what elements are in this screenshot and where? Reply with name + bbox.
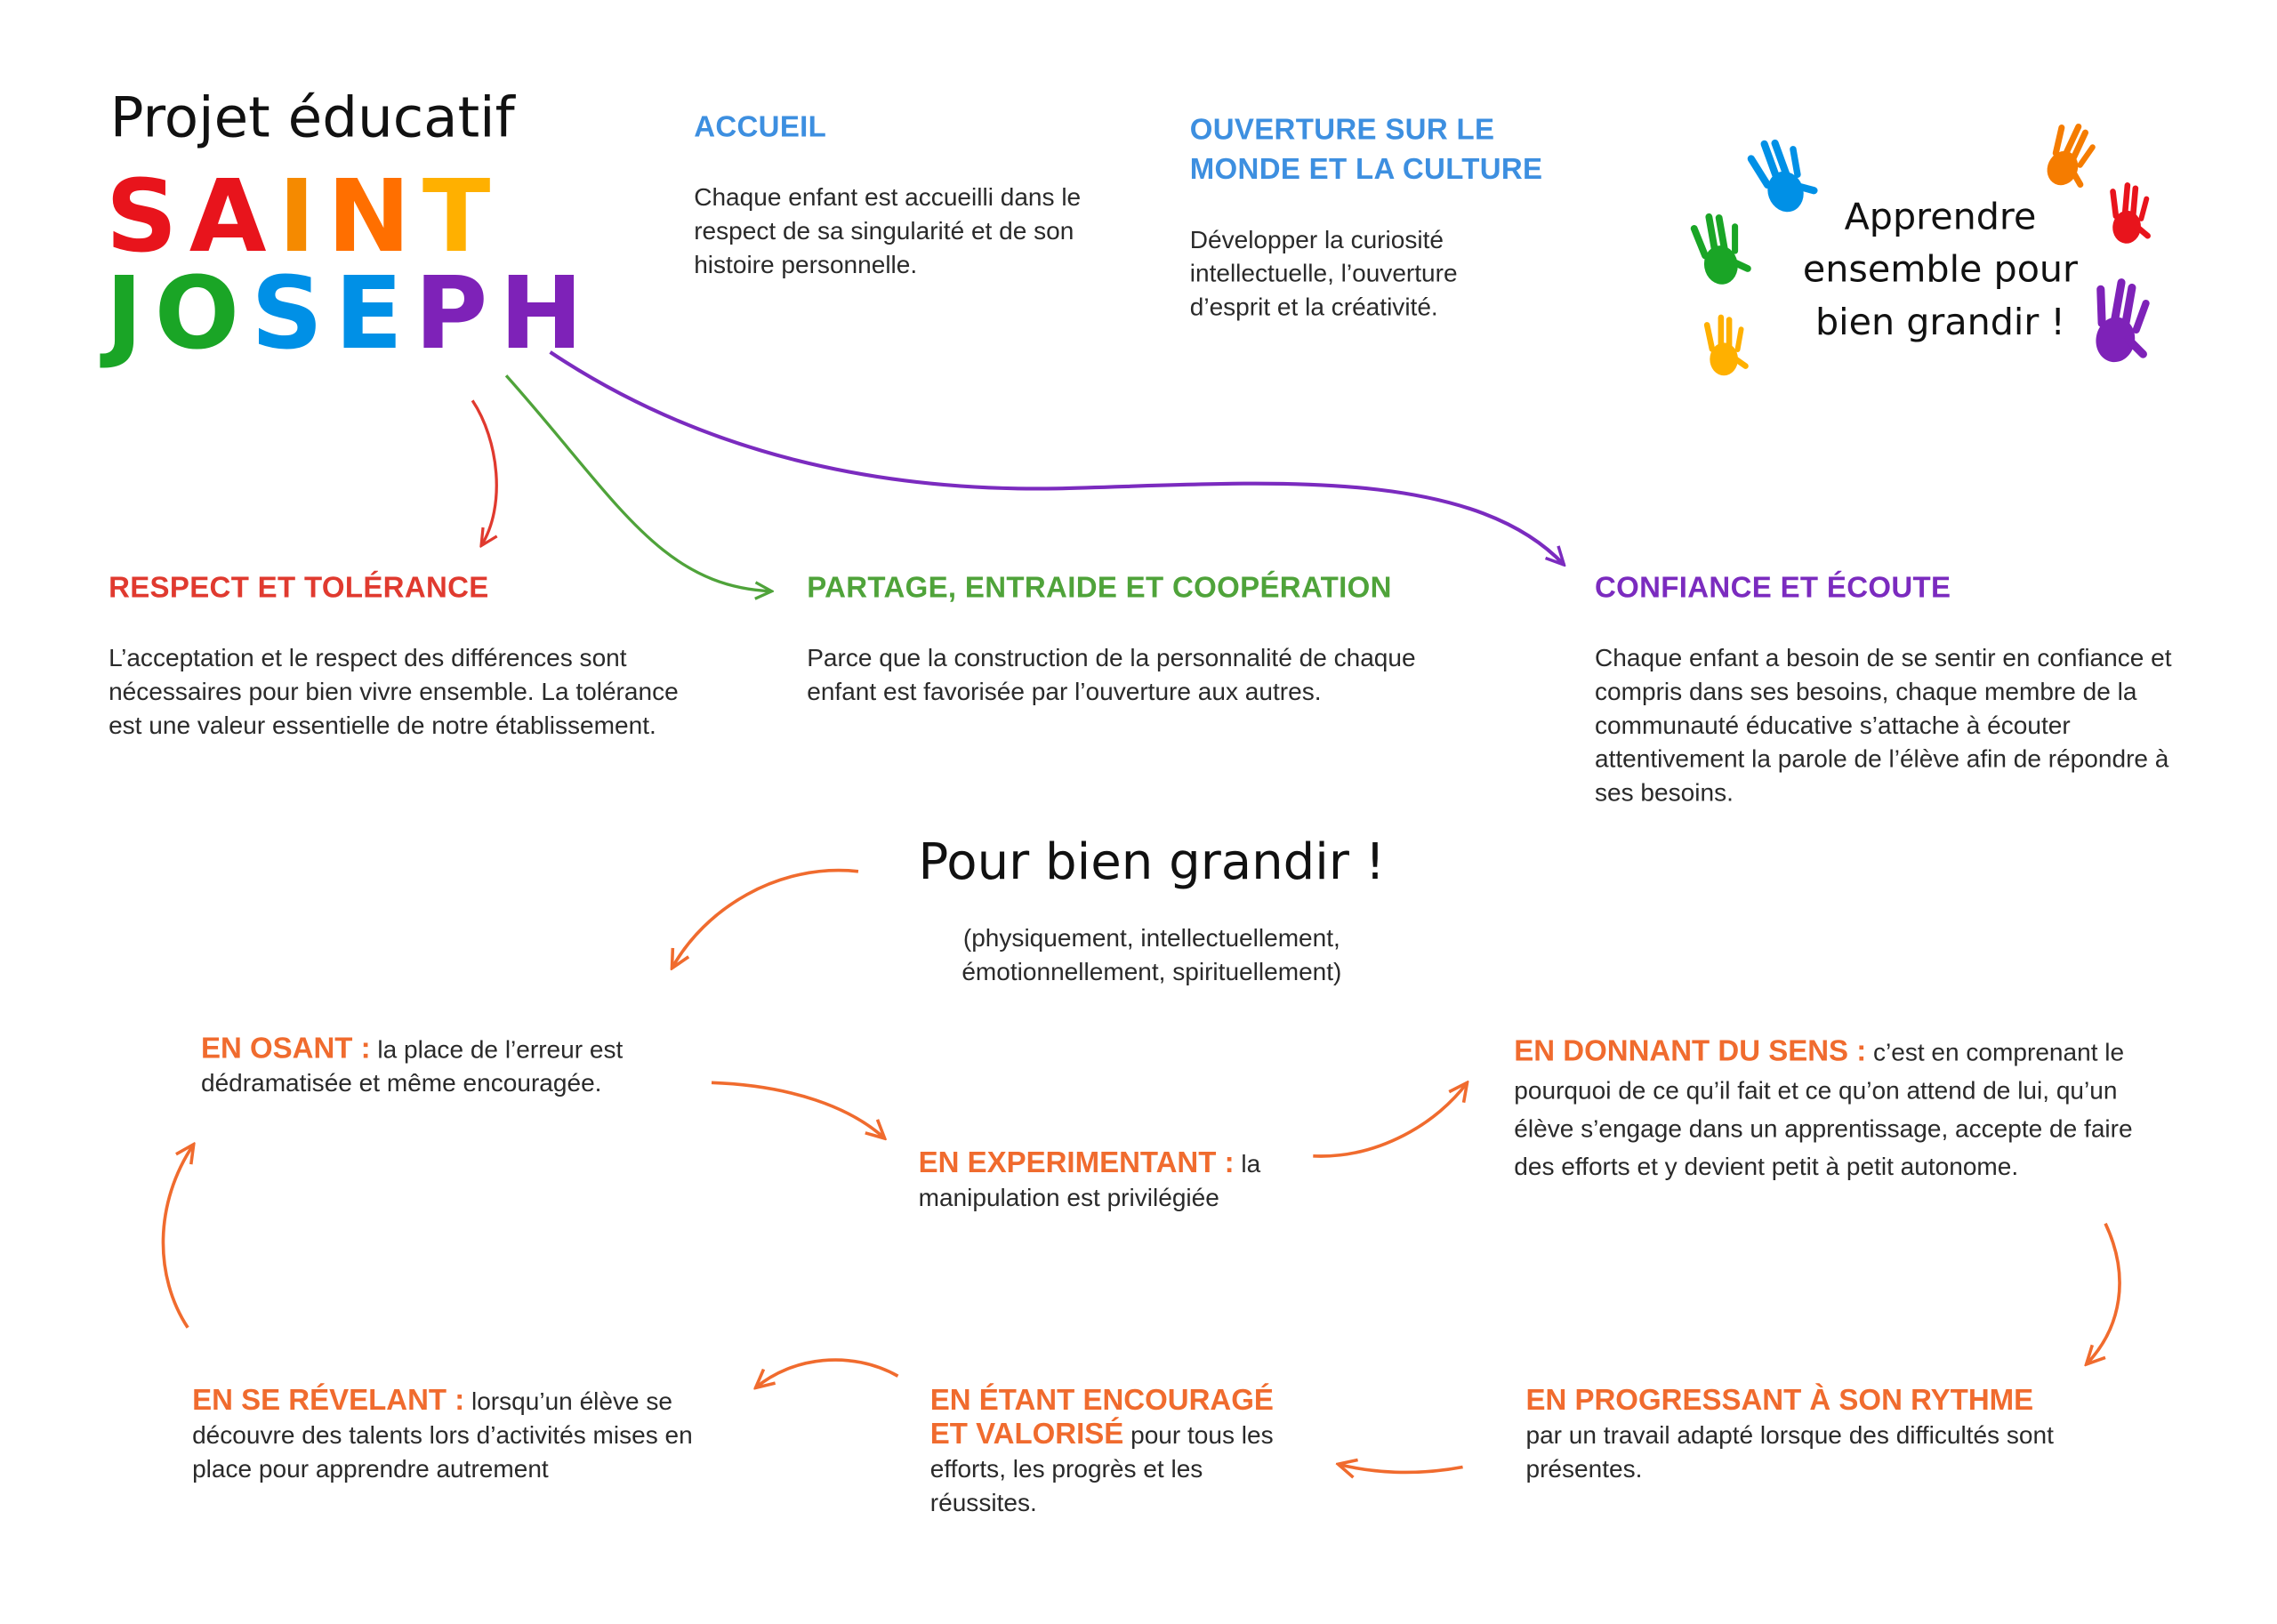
value-text: Chaque enfant est accueilli dans le resp… — [694, 183, 1082, 279]
value-title: RESPECT ET TOLÉRANCE — [109, 572, 489, 605]
grow-subtitle-line: (physiquement, intellectuellement, — [962, 924, 1340, 953]
arrow-to-respect — [471, 399, 498, 545]
hand-print-icon — [1690, 213, 1751, 285]
cycle-text: la place de l’erreur est dédramatisée et… — [200, 1035, 624, 1097]
value-title: OUVERTURE SUR LE MONDE ET LA CULTURE — [1189, 114, 1543, 187]
arrow-to-partage — [504, 374, 772, 591]
cycle-label: EN EXPERIMENTANT : — [918, 1146, 1235, 1180]
hand-print-icon — [2096, 278, 2150, 363]
motto-line: Apprendre — [1844, 195, 2037, 238]
arrow-to-encourage — [1338, 1464, 1463, 1472]
cycle-label: EN ÉTANT ENCOURAGÉ ET VALORISÉ — [929, 1385, 1274, 1451]
title-letter: H — [499, 256, 595, 373]
value-respect: RESPECT ET TOLÉRANCE L’acceptation et le… — [109, 572, 680, 742]
value-title: ACCUEIL — [694, 111, 827, 144]
cycle-progressant: EN PROGRESSANT À SON RYTHME par un trava… — [1525, 1385, 2068, 1486]
hand-prints — [1690, 123, 2151, 376]
hand-print-icon — [1703, 314, 1749, 376]
cycle-label: EN PROGRESSANT À SON RYTHME — [1525, 1385, 2034, 1418]
cycle-text: pour tous les efforts, les progrès et le… — [929, 1421, 1274, 1517]
title-saint: SAINT — [106, 168, 503, 268]
cycle-osant: EN OSANT : la place de l’erreur est dédr… — [201, 1033, 693, 1100]
cycle-revelant: EN SE RÉVELANT : lorsqu’un élève se déco… — [192, 1385, 738, 1486]
value-accueil: ACCUEIL Chaque enfant est accueilli dans… — [694, 111, 1090, 281]
cycle-label: EN SE RÉVELANT : — [192, 1385, 465, 1418]
cycle-text: par un travail adapté lorsque des diffic… — [1525, 1421, 2054, 1483]
arrow-to-revelant — [755, 1358, 899, 1387]
arrow-to-osant-loop — [161, 1145, 193, 1329]
value-confiance: CONFIANCE ET ÉCOUTE Chaque enfant a beso… — [1595, 572, 2211, 809]
hand-print-icon — [1747, 139, 1818, 213]
value-title: CONFIANCE ET ÉCOUTE — [1595, 572, 1951, 605]
title-letter: T — [422, 159, 503, 277]
arrow-to-progressant — [2087, 1222, 2121, 1364]
cycle-text: lorsqu’un élève se découvre des talents … — [192, 1387, 693, 1483]
cycle-text: c’est en comprenant le pourquoi de ce qu… — [1514, 1038, 2133, 1181]
value-ouverture: OUVERTURE SUR LE MONDE ET LA CULTURE Dév… — [1190, 111, 1572, 324]
value-text: L’acceptation et le respect des différen… — [109, 644, 679, 740]
hand-print-icon — [2110, 182, 2151, 244]
title-letter: P — [414, 256, 500, 373]
value-title: PARTAGE, ENTRAIDE ET COOPÉRATION — [807, 572, 1392, 605]
motto: Apprendre ensemble pour bien grandir ! — [1760, 190, 2120, 349]
arrow-to-osant — [672, 868, 859, 969]
grow-title: Pour bien grandir ! — [918, 832, 1386, 892]
grow-subtitle: (physiquement, intellectuellement, émoti… — [881, 921, 1423, 989]
title-letter: E — [334, 256, 415, 373]
cycle-experimentant: EN EXPERIMENTANT : la manipulation est p… — [919, 1147, 1300, 1215]
title-letter: A — [189, 159, 278, 277]
cycle-sens: EN DONNANT DU SENS : c’est en comprenant… — [1514, 1033, 2167, 1186]
title-letter: S — [105, 159, 189, 277]
subtitle-projet-educatif: Projet éducatif — [109, 84, 515, 150]
value-text: Développer la curiosité intellectuelle, … — [1189, 226, 1458, 322]
title-letter: J — [105, 256, 155, 373]
arrow-to-experimentant — [711, 1081, 885, 1138]
title-letter: N — [326, 159, 422, 277]
value-text: Parce que la construction de la personna… — [807, 644, 1416, 706]
title-joseph: JOSEPH — [106, 265, 595, 365]
value-text: Chaque enfant a besoin de se sentir en c… — [1595, 644, 2172, 808]
motto-line: ensemble pour — [1802, 247, 2079, 291]
grow-subtitle-line: émotionnellement, spirituellement) — [961, 958, 1342, 986]
title-letter: I — [278, 159, 327, 277]
motto-line: bien grandir ! — [1814, 301, 2065, 343]
cycle-text: la manipulation est privilégiée — [918, 1150, 1261, 1212]
cycle-label: EN OSANT : — [200, 1033, 371, 1065]
arrow-to-confiance — [549, 350, 1565, 565]
arrow-to-sens — [1313, 1082, 1467, 1158]
hand-print-icon — [2047, 123, 2096, 188]
title-letter: O — [154, 256, 252, 373]
cycle-label: EN DONNANT DU SENS : — [1514, 1035, 1867, 1068]
title-letter: S — [251, 256, 335, 373]
cycle-encourage: EN ÉTANT ENCOURAGÉ ET VALORISÉ pour tous… — [930, 1385, 1305, 1520]
value-partage: PARTAGE, ENTRAIDE ET COOPÉRATION Parce q… — [807, 572, 1437, 708]
